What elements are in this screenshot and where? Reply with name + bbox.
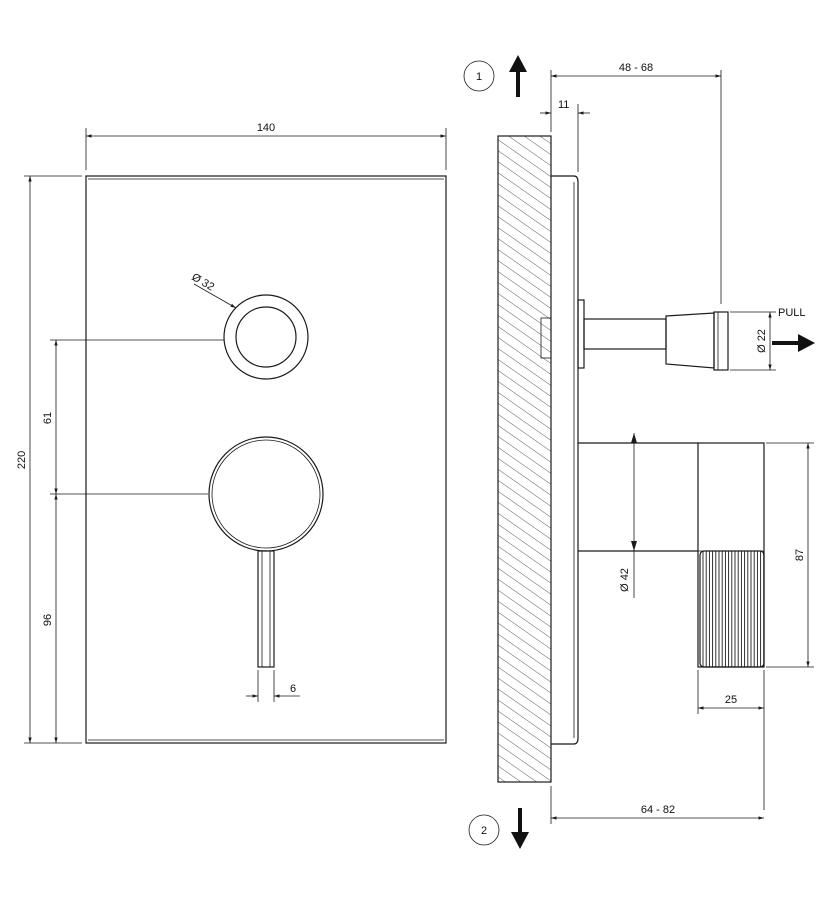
dim-lever-hub-diameter: Ø 42 xyxy=(619,568,631,592)
dim-lever-height: 87 xyxy=(794,549,806,561)
dim-knob-to-lever: 61 xyxy=(42,412,54,424)
dim-plate-height: 220 xyxy=(16,451,28,469)
mixer-lever xyxy=(257,550,275,668)
dim-knob-diameter: Ø 32 xyxy=(190,271,217,293)
wall-section xyxy=(497,135,552,783)
dim-lever-width: 6 xyxy=(290,683,296,695)
dim-plate-thickness: 11 xyxy=(558,99,569,111)
arrow-up-icon xyxy=(509,55,527,97)
dim-knob-shaft-diameter: Ø 22 xyxy=(756,329,768,353)
dim-plate-width: 140 xyxy=(257,122,275,134)
knob-side xyxy=(540,299,729,371)
dim-lever-to-bottom: 96 xyxy=(42,614,54,626)
cover-plate xyxy=(85,175,447,744)
step-1-label: 1 xyxy=(476,71,482,83)
lever-side xyxy=(578,442,765,668)
arrow-down-icon xyxy=(511,808,529,849)
plate-profile xyxy=(551,175,579,745)
dim-depth-range-bottom: 64 - 82 xyxy=(641,804,675,816)
dim-lever-depth: 25 xyxy=(725,694,737,706)
dim-depth-range-top: 48 - 68 xyxy=(619,62,653,74)
side-view: 48 - 68 11 Ø 22 PULL Ø 42 87 25 xyxy=(463,55,815,849)
mixer-hub xyxy=(208,436,324,552)
step-1-badge xyxy=(463,60,495,92)
front-view: 140 220 61 96 Ø 32 6 xyxy=(16,122,447,744)
diverter-knob-inner xyxy=(235,306,297,368)
pull-label: PULL xyxy=(778,307,806,319)
knurled-grip xyxy=(702,551,764,667)
pull-arrow-icon xyxy=(772,334,815,352)
step-2-label: 2 xyxy=(481,825,487,837)
diverter-knob xyxy=(223,294,309,380)
step-2-badge xyxy=(468,814,500,846)
